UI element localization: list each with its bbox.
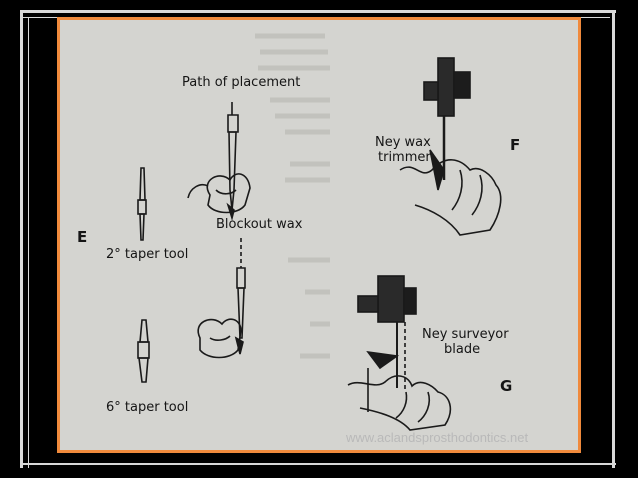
ney-wax-trimmer-drawing	[399, 57, 502, 236]
ney-surveyor-blade-drawing	[347, 275, 452, 431]
tooth-with-blockout-wax	[197, 238, 246, 359]
taper-tool-2-label: 2° taper tool	[106, 247, 189, 262]
watermark-text: www.aclandsprosthodontics.net	[346, 430, 529, 445]
blockout-wax-label: Blockout wax	[216, 217, 303, 232]
taper-tool-2-drawing	[137, 167, 147, 241]
scanned-page: Path of placement Blockout wax E 2° tape…	[60, 20, 578, 450]
frame-left-line-outer	[20, 10, 23, 468]
taper-tool-6-label: 6° taper tool	[106, 400, 189, 415]
taper-tool-6-drawing	[137, 319, 150, 383]
frame-top-line-outer	[20, 10, 616, 13]
bleed-through-text	[255, 33, 330, 359]
panel-g-letter: G	[500, 377, 513, 395]
panel-f-letter: F	[510, 136, 521, 154]
panel-e-letter: E	[77, 228, 88, 246]
ney-wax-trimmer-label-line1: Ney wax	[375, 135, 431, 150]
frame-left-line-inner	[28, 17, 29, 468]
ney-surveyor-blade-label-line1: Ney surveyor	[422, 327, 509, 342]
tooth-with-placement-tool	[187, 102, 251, 221]
path-of-placement-label: Path of placement	[182, 75, 301, 90]
figure-illustration	[137, 33, 502, 431]
slide-photo-frame: Path of placement Blockout wax E 2° tape…	[57, 17, 581, 453]
frame-right-line	[612, 10, 615, 468]
frame-bottom-line	[20, 463, 616, 465]
ney-wax-trimmer-label-line2: trimmer	[378, 150, 431, 165]
ney-surveyor-blade-label-line2: blade	[444, 342, 481, 357]
